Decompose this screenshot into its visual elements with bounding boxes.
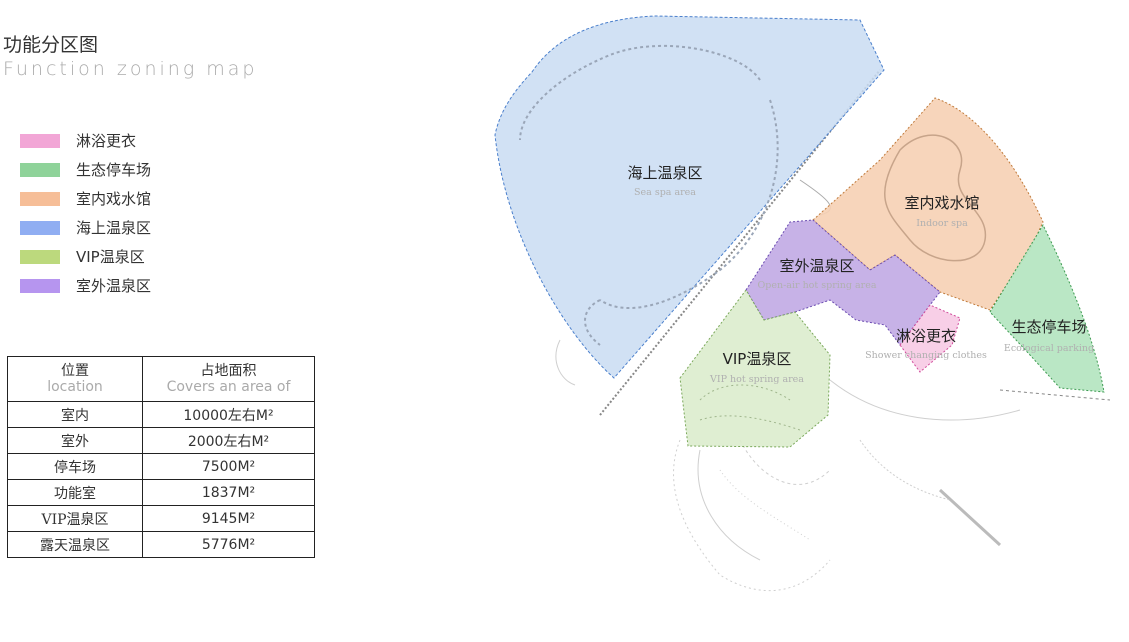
zone-indoor-spa [812,97,1044,311]
location-cell: 露天温泉区 [7,531,143,558]
location-cell: 功能室 [7,479,143,506]
table-row: 室内 10000左右M² [7,401,315,428]
table-row: VIP温泉区 9145M² [7,505,315,532]
legend-label: 海上温泉区 [76,219,152,237]
header-en: Covers an area of [166,379,291,395]
zone-shower [899,304,961,373]
page-subtitle: Function zoning map [3,58,258,80]
legend-swatch [20,278,60,293]
legend-item-shower: 淋浴更衣 [20,126,151,155]
sublabel-vip: VIP hot spring area [709,374,804,385]
label-shower: 淋浴更衣 [896,327,956,345]
legend-item-sea-spa: 海上温泉区 [20,213,151,242]
indoor-spa-pool-sketch [883,134,987,262]
legend-swatch [20,220,60,235]
area-cell: 9145M² [142,505,315,532]
table-row: 室外 2000左右M² [7,427,315,454]
area-cell: 7500M² [142,453,315,480]
legend-label: VIP温泉区 [76,248,145,266]
location-cell: 室内 [7,401,143,428]
table-header-row: 位置 location 占地面积 Covers an area of [7,356,315,402]
sea-spa-ring [519,44,779,346]
site-background [555,69,1111,592]
sublabel-indoor-spa: Indoor spa [916,218,968,229]
area-cell: 10000左右M² [142,401,315,428]
location-cell: 室外 [7,427,143,454]
column-header-location: 位置 location [7,356,143,402]
zone-vip [679,289,831,448]
table-row: 功能室 1837M² [7,479,315,506]
zoning-map: 海上温泉区 Sea spa area 室内戏水馆 Indoor spa 室外温泉… [494,15,1111,592]
vip-sketch [699,384,801,431]
legend-label: 室外温泉区 [76,277,152,295]
zone-sea-spa [494,15,885,379]
legend-label: 生态停车场 [76,161,152,179]
page-title: 功能分区图 [3,34,99,56]
legend-swatch [20,191,60,206]
area-cell: 5776M² [142,531,315,558]
legend-swatch [20,133,60,148]
legend-item-vip: VIP温泉区 [20,242,151,271]
table-row: 露天温泉区 5776M² [7,531,315,558]
header-zh: 占地面积 [200,363,257,379]
sublabel-sea-spa: Sea spa area [634,187,696,198]
header-en: location [47,379,103,395]
table-row: 停车场 7500M² [7,453,315,480]
area-cell: 1837M² [142,479,315,506]
column-header-area: 占地面积 Covers an area of [142,356,315,402]
area-cell: 2000左右M² [142,427,315,454]
label-vip: VIP温泉区 [723,350,792,368]
location-cell: 停车场 [7,453,143,480]
legend-swatch [20,162,60,177]
legend-swatch [20,249,60,264]
zone-parking [989,223,1105,393]
header-zh: 位置 [61,363,89,379]
label-parking: 生态停车场 [1011,318,1086,336]
legend-label: 淋浴更衣 [76,132,137,150]
legend-label: 室内戏水馆 [76,190,152,208]
sublabel-shower: Shower changing clothes [865,350,987,361]
location-cell: VIP温泉区 [7,505,143,532]
sublabel-outdoor: Open-air hot spring area [757,280,876,291]
label-indoor-spa: 室内戏水馆 [904,194,979,212]
legend: 淋浴更衣 生态停车场 室内戏水馆 海上温泉区 VIP温泉区 室外温泉区 [20,126,151,300]
area-table: 位置 location 占地面积 Covers an area of 室内 10… [7,356,315,558]
label-sea-spa: 海上温泉区 [627,164,702,182]
legend-item-outdoor: 室外温泉区 [20,271,151,300]
legend-item-parking: 生态停车场 [20,155,151,184]
legend-item-indoor-spa: 室内戏水馆 [20,184,151,213]
label-outdoor: 室外温泉区 [779,257,854,275]
sublabel-parking: Ecological parking [1004,343,1094,354]
